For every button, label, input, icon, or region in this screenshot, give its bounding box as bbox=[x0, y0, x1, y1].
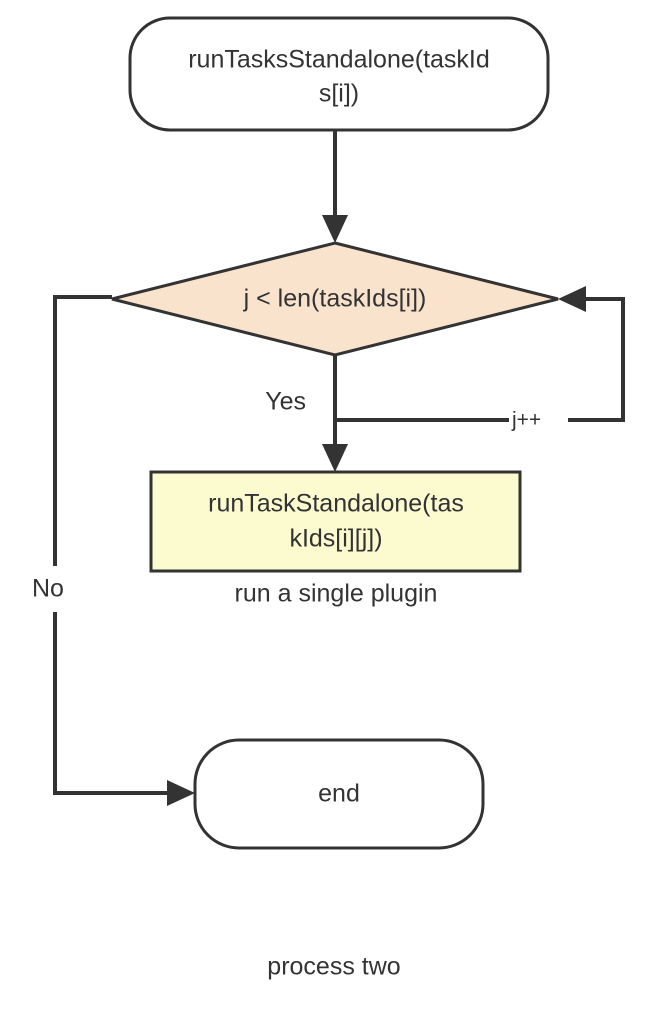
node-start-label-line1: runTasksStandalone(taskId bbox=[188, 46, 490, 74]
edge-decision-no-arrowhead bbox=[167, 780, 195, 806]
node-decision[interactable]: j < len(taskIds[i]) bbox=[111, 241, 559, 357]
edge-start-to-decision-arrowhead bbox=[322, 215, 348, 243]
node-end-label: end bbox=[318, 780, 360, 808]
edge-decision-no bbox=[53, 295, 195, 806]
node-process-label-line2: kIds[i][j]) bbox=[289, 525, 382, 553]
node-end-shape[interactable] bbox=[193, 738, 485, 850]
node-process-shape[interactable] bbox=[149, 470, 522, 573]
node-start[interactable]: runTasksStandalone(taskId s[i]) bbox=[128, 16, 550, 132]
edge-loop-back-arrowhead bbox=[558, 286, 586, 312]
node-start-label-line2: s[i]) bbox=[319, 80, 359, 108]
node-end[interactable]: end bbox=[193, 738, 485, 850]
node-decision-shape[interactable] bbox=[111, 241, 559, 357]
diagram-caption: process two bbox=[267, 953, 400, 981]
edge-label-yes: Yes bbox=[265, 388, 306, 416]
edge-start-to-decision bbox=[322, 130, 348, 243]
edge-label-increment: j++ bbox=[511, 409, 541, 432]
node-process-label-line1: runTaskStandalone(tas bbox=[208, 490, 464, 518]
node-process-caption: run a single plugin bbox=[235, 580, 438, 608]
edge-loop-back bbox=[335, 286, 625, 422]
edge-decision-yes bbox=[322, 355, 348, 472]
node-process[interactable]: runTaskStandalone(tas kIds[i][j]) run a … bbox=[149, 470, 522, 608]
node-start-shape[interactable] bbox=[128, 16, 550, 132]
edge-decision-yes-arrowhead bbox=[322, 444, 348, 472]
node-decision-label: j < len(taskIds[i]) bbox=[243, 285, 427, 313]
edge-label-no: No bbox=[32, 575, 64, 603]
